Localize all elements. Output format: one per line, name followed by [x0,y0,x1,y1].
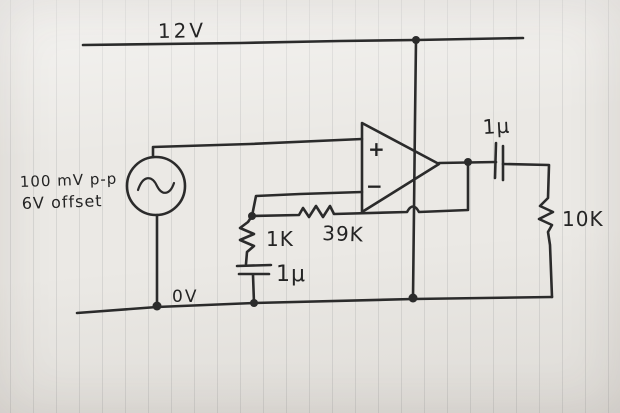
junction-dot-bottom-rail [408,293,418,303]
source-spec-line1: 100 mV p-p [20,170,118,191]
supply-rail-label: 12V [158,18,207,43]
wire-top-supply-rail [81,36,525,47]
ground-leg-1k-resistor [238,214,256,266]
opamp-noninverting-label: + [368,137,385,161]
junction-dot-output [464,158,472,166]
load-resistor-label: 10K [562,207,604,231]
wire-cap-to-load-and-10k-resistor [501,162,555,299]
opamp-triangle [360,121,441,214]
output-capacitor-left-plate [493,141,498,180]
feedback-resistor-label: 39K [322,221,364,246]
wire-cap-to-ground-rail [251,273,256,305]
wire-source-to-noninverting-input [151,137,364,159]
junction-dot-cap-ground [250,299,258,307]
source-spec-line2: 6V offset [21,191,102,213]
wire-bottom-ground-rail [75,295,554,315]
wire-opamp-supply [411,38,418,300]
ground-leg-resistor-label: 1K [266,227,294,251]
wire-feedback-and-39k-resistor [250,160,470,219]
junction-dot-source-ground [152,301,162,311]
opamp-inverting-label: − [366,174,383,198]
sine-wave-icon [136,177,176,194]
output-capacitor-label: 1μ [482,114,511,139]
junction-dot-top-rail [412,36,420,44]
ground-leg-capacitor-label: 1μ [276,262,306,287]
ground-leg-capacitor-top-plate [235,263,273,268]
ground-rail-label: 0V [172,287,198,307]
wire-inverting-input [250,190,364,218]
